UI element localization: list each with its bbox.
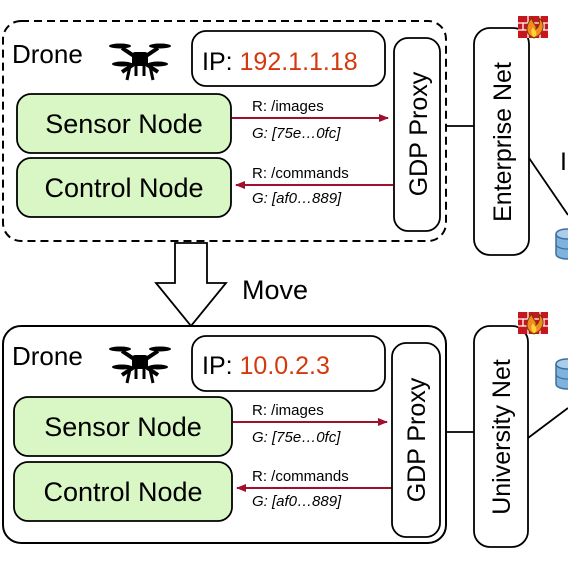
- top-control-guid: G: [af0…889]: [252, 190, 342, 207]
- top-control-route: R: /commands: [252, 165, 349, 182]
- bottom-sensor-node-label: Sensor Node: [44, 412, 202, 442]
- university-edge-link: [527, 407, 568, 439]
- bottom-ip-box: IP: 10.0.2.3: [191, 335, 386, 392]
- top-gdp-proxy[interactable]: GDP Proxy: [393, 37, 441, 232]
- bottom-drone-label: Drone: [12, 341, 83, 371]
- bottom-control-guid: G: [af0…889]: [252, 493, 342, 510]
- top-control-node[interactable]: Control Node: [16, 157, 232, 218]
- top-ip-value: 192.1.1.18: [240, 48, 358, 76]
- top-sensor-node[interactable]: Sensor Node: [16, 93, 232, 154]
- database-icon: [555, 228, 568, 260]
- svg-text:IP: 10.0.2.3: IP: 10.0.2.3: [202, 352, 330, 380]
- bottom-control-route: R: /commands: [252, 468, 349, 485]
- top-drone-panel: Drone IP: 192.1.1.18 Sensor Node Control…: [2, 20, 447, 242]
- bottom-sensor-guid: G: [75e…0fc]: [252, 429, 341, 446]
- university-net-box[interactable]: University Net: [473, 325, 529, 548]
- bottom-sensor-route: R: /images: [252, 402, 324, 419]
- bottom-sensor-node[interactable]: Sensor Node: [13, 396, 233, 457]
- bottom-control-node-label: Control Node: [43, 477, 202, 507]
- bottom-ip-value: 10.0.2.3: [240, 352, 330, 380]
- bottom-gdp-proxy[interactable]: GDP Proxy: [391, 342, 441, 538]
- top-control-node-label: Control Node: [44, 173, 203, 203]
- bottom-drone-panel: Drone IP: 10.0.2.3 Sensor Node Control N…: [2, 325, 447, 544]
- enterprise-edge-link: [528, 157, 568, 216]
- enterprise-net-label: Enterprise Net: [489, 62, 517, 222]
- bottom-control-node[interactable]: Control Node: [13, 461, 233, 522]
- top-ip-box: IP: 192.1.1.18: [191, 30, 386, 87]
- database-icon: [555, 358, 568, 390]
- university-net-label: University Net: [488, 359, 516, 515]
- bottom-ip-prefix: IP:: [202, 352, 240, 380]
- move-arrow: [154, 242, 228, 328]
- svg-text:IP: 192.1.1.18: IP: 192.1.1.18: [202, 48, 358, 76]
- firewall-icon: [517, 15, 549, 39]
- firewall-icon: [517, 311, 549, 335]
- top-sensor-route: R: /images: [252, 98, 324, 115]
- bottom-gdp-proxy-label: GDP Proxy: [403, 377, 431, 502]
- top-drone-label: Drone: [12, 39, 83, 69]
- enterprise-net-box[interactable]: Enterprise Net: [473, 27, 530, 256]
- top-ip-prefix: IP:: [202, 48, 240, 76]
- top-sensor-guid: G: [75e…0fc]: [252, 125, 341, 142]
- move-label: Move: [242, 275, 308, 305]
- top-sensor-node-label: Sensor Node: [45, 109, 203, 139]
- top-gdp-proxy-label: GDP Proxy: [405, 71, 433, 196]
- edge-glyph: I: [560, 148, 567, 176]
